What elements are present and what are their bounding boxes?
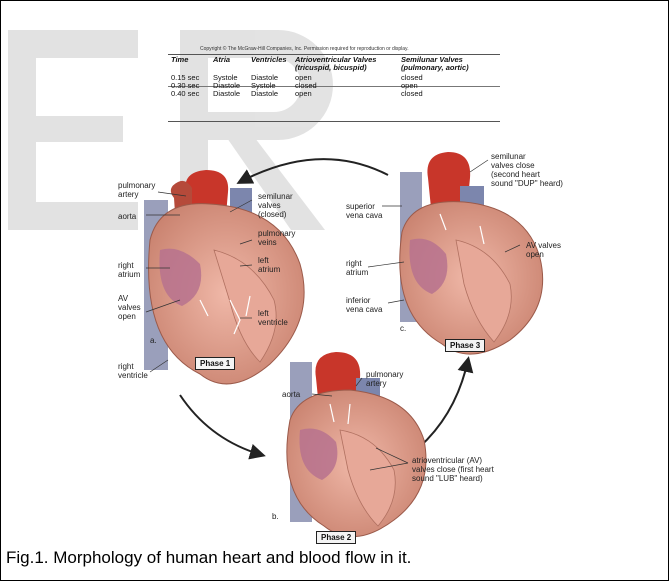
label-av-valves-close: atrioventricular (AV) valves close (firs… — [412, 456, 494, 483]
label-aorta-phase-2: aorta — [282, 390, 300, 399]
cycle-arrow — [180, 395, 262, 455]
label-av-valves-open-phase-3: AV valves open — [526, 241, 561, 259]
heart-phase-2 — [287, 352, 426, 537]
label-left-ventricle: left ventricle — [258, 309, 288, 327]
label-aorta: aorta — [118, 212, 136, 221]
label-pulmonary-artery: pulmonary artery — [118, 181, 155, 199]
label-semilunar-closed: semilunar valves (closed) — [258, 192, 293, 219]
label-pulmonary-veins: pulmonary veins — [258, 229, 295, 247]
label-inferior-vena-cava: inferior vena cava — [346, 296, 382, 314]
phase-2-badge: Phase 2 — [316, 531, 356, 544]
label-right-atrium: right atrium — [118, 261, 140, 279]
panel-letter-b: b. — [272, 512, 279, 521]
label-semilunar-close: semilunar valves close (second heart sou… — [491, 152, 563, 188]
panel-letter-a: a. — [150, 336, 157, 345]
label-right-ventricle: right ventricle — [118, 362, 148, 380]
label-left-atrium: left atrium — [258, 256, 280, 274]
phase-3-badge: Phase 3 — [445, 339, 485, 352]
figure-caption: Fig.1. Morphology of human heart and blo… — [6, 548, 411, 568]
label-av-valves-open: AV valves open — [118, 294, 141, 321]
phase-1-badge: Phase 1 — [195, 357, 235, 370]
label-right-atrium-phase-3: right atrium — [346, 259, 368, 277]
cycle-arrow — [240, 159, 388, 182]
label-pulmonary-artery-phase-2: pulmonary artery — [366, 370, 403, 388]
label-superior-vena-cava: superior vena cava — [346, 202, 382, 220]
panel-letter-c: c. — [400, 324, 406, 333]
